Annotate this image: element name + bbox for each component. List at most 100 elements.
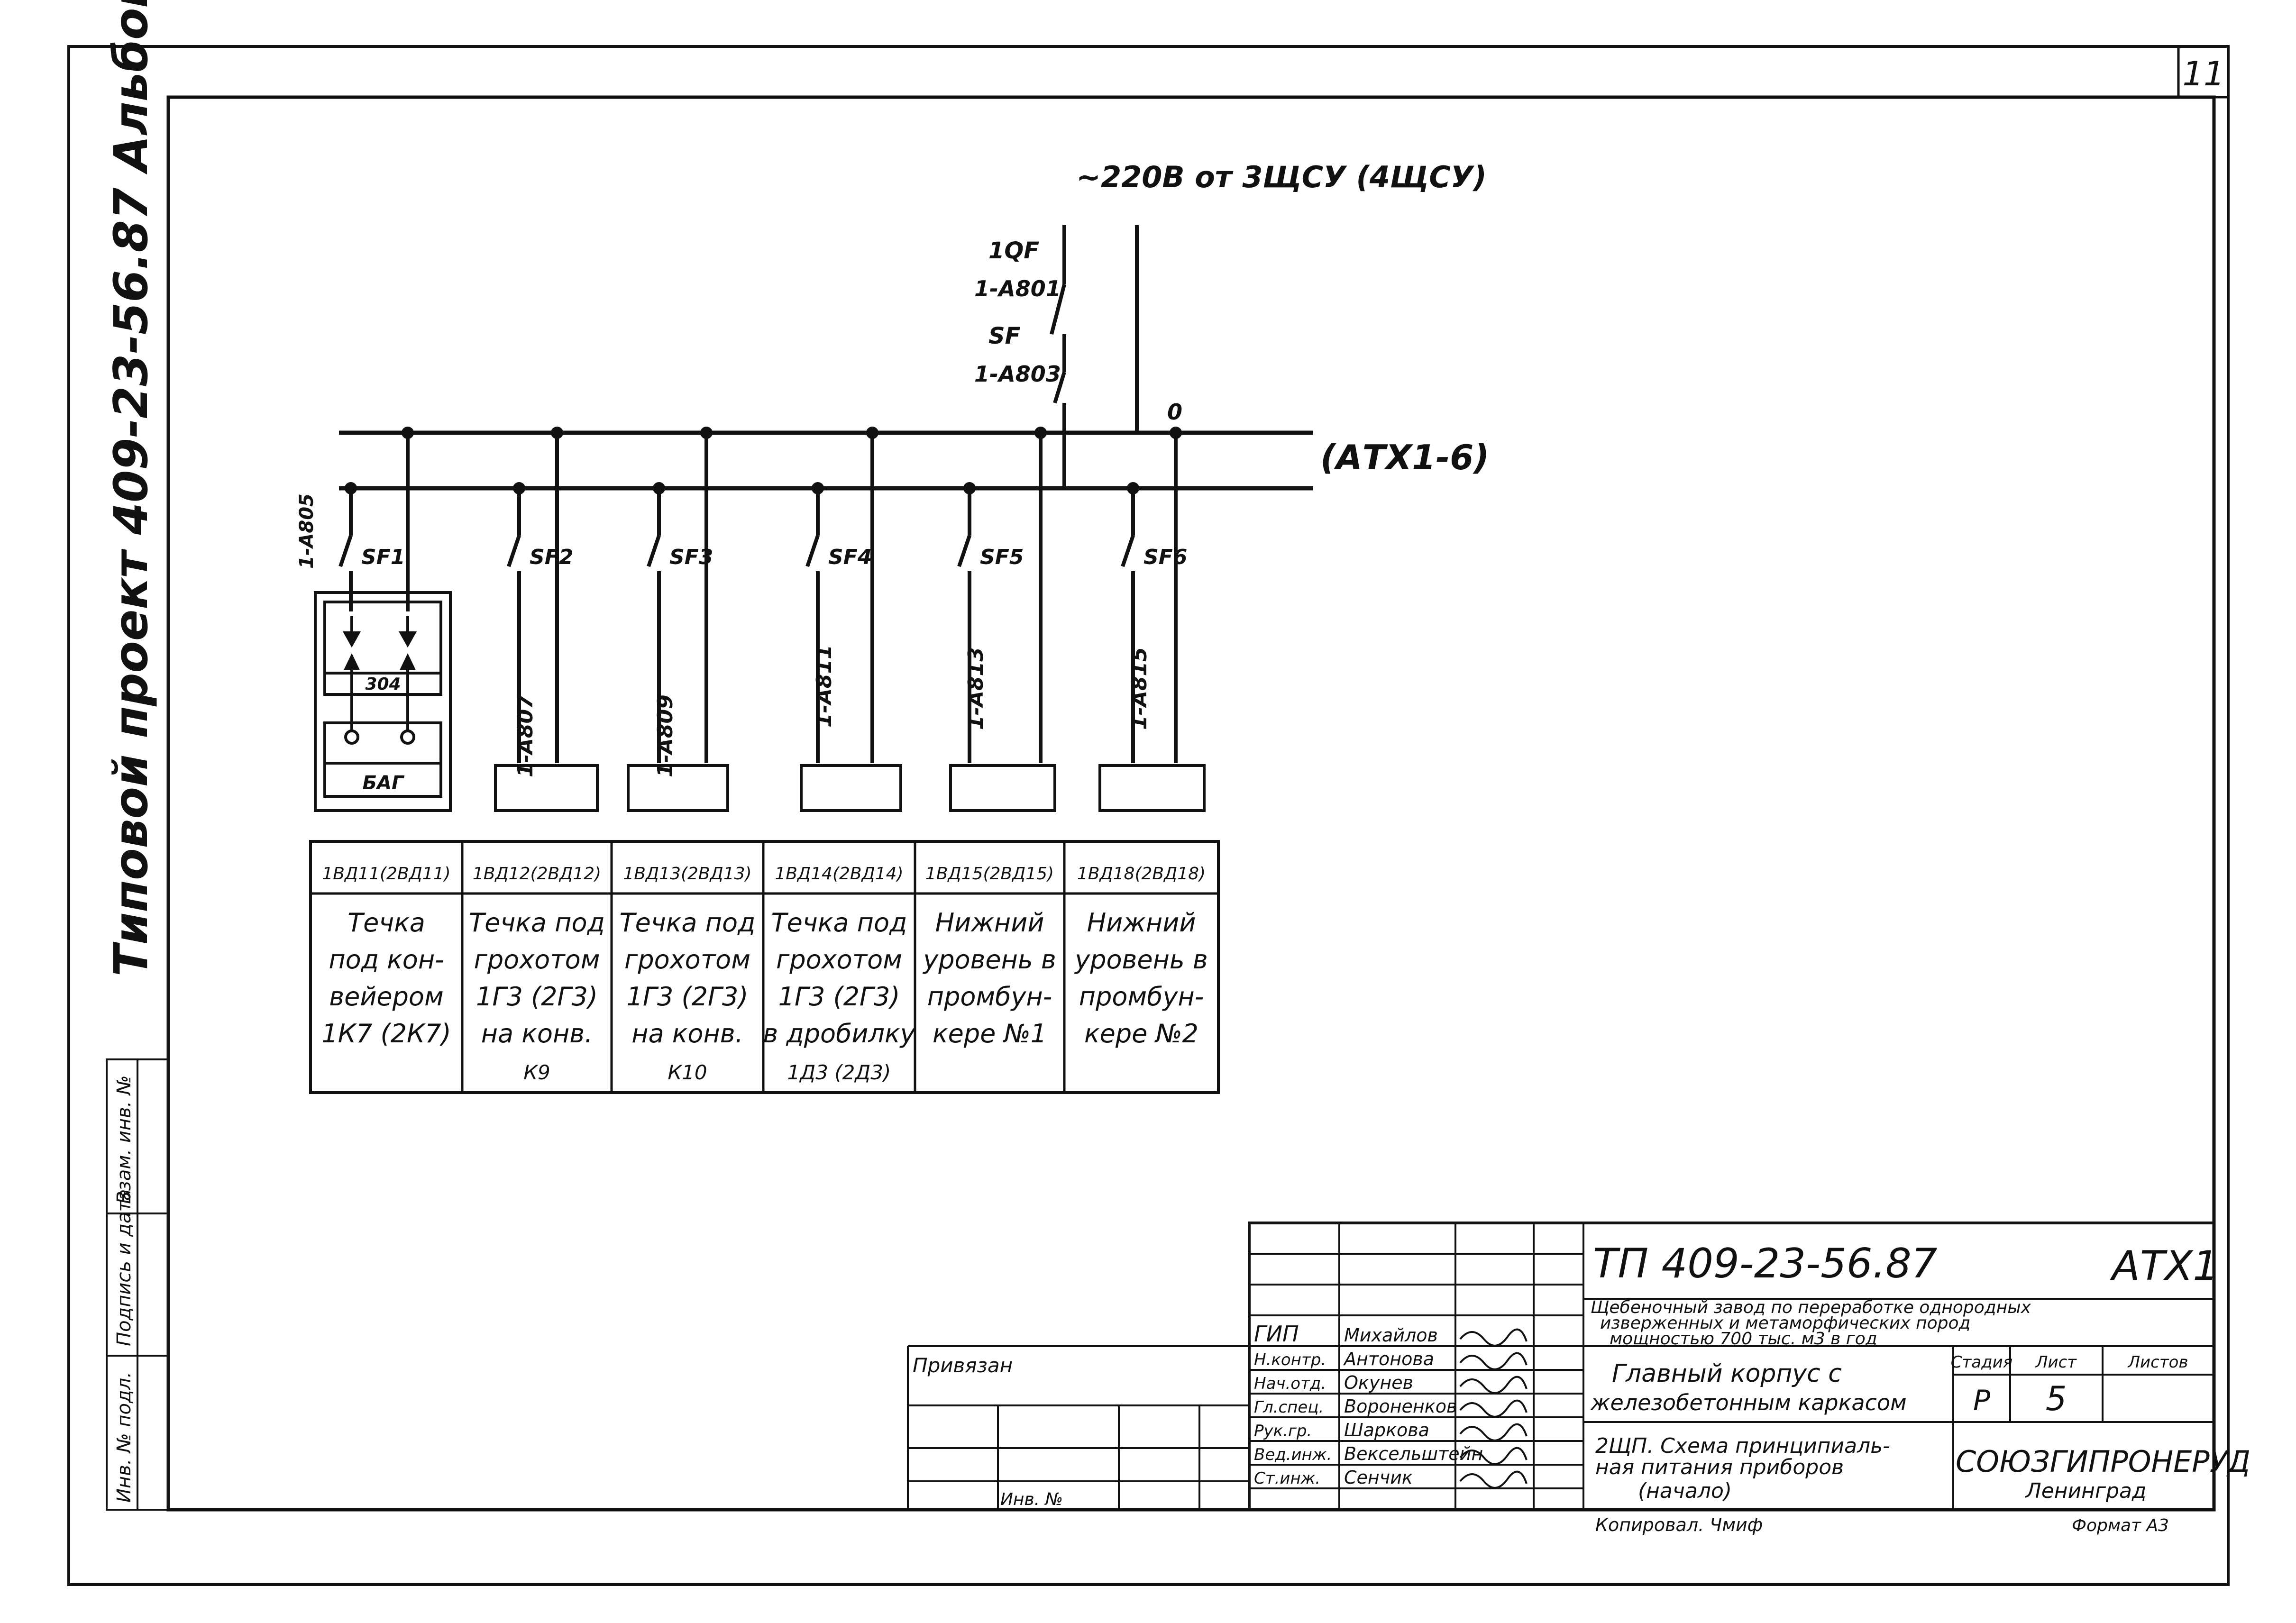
staff-name: Вексельштейн: [1344, 1443, 1483, 1464]
org-city: Ленинград: [2025, 1479, 2147, 1503]
bus-node: [1170, 427, 1182, 439]
staff-role: Рук.гр.: [1254, 1422, 1312, 1441]
staff-name: Вороненков: [1344, 1396, 1457, 1417]
staff-role: Нач.отд.: [1254, 1374, 1326, 1393]
table-header-cell: 1ВД11(2ВД11): [322, 864, 450, 884]
signature-scribble: [1459, 1399, 1528, 1418]
table-cell-line: 1К7 (2К7): [321, 1019, 451, 1049]
drawing-line-3: (начало): [1638, 1479, 1732, 1503]
table-cell-line: в дробилку: [763, 1019, 915, 1049]
wire-label: 1-А811: [812, 645, 836, 728]
sensor-box: [800, 764, 902, 812]
table-header-cell: 1ВД15(2ВД15): [925, 864, 1054, 884]
stamp-replace-label: Взам. инв. №: [113, 1075, 135, 1204]
doc-code: ТП 409-23-56.87: [1593, 1240, 1937, 1287]
table-header-cell: 1ВД12(2ВД12): [473, 864, 601, 884]
signature-scribble: [1459, 1423, 1528, 1441]
signature-scribble: [1459, 1470, 1528, 1489]
unit-top-block: [323, 601, 442, 696]
table-cell-line: 1Г3 (2Г3): [476, 982, 598, 1012]
staff-role: Н.контр.: [1254, 1350, 1326, 1369]
breaker-contact: [805, 535, 820, 567]
breaker-contact: [957, 535, 971, 567]
table-cell-line: кере №2: [1084, 1019, 1198, 1049]
signal-unit: [314, 591, 452, 812]
sheet-frame: [67, 45, 2230, 1586]
bus-node: [402, 427, 414, 439]
terminal-circle: [400, 729, 415, 745]
table-cell-line: 1Г3 (2Г3): [778, 982, 900, 1012]
down-arrow-icon: [398, 631, 417, 648]
breaker-label: SF2: [530, 545, 573, 569]
feeder-5: [957, 427, 1047, 763]
staff-name: Окунев: [1344, 1372, 1413, 1393]
feeder-4: [805, 427, 878, 763]
staff-role: ГИП: [1254, 1321, 1299, 1347]
sensor-box: [627, 764, 729, 812]
bus-node: [653, 482, 665, 494]
table-cell-line: грохотом: [776, 945, 902, 975]
doc-mark: АТХ1: [2110, 1242, 2219, 1290]
table-cell-line: Нижний: [1087, 908, 1196, 938]
staff-name: Антонова: [1343, 1349, 1434, 1369]
sensor-box: [1098, 764, 1206, 812]
table-header-cell: 1ВД13(2ВД13): [623, 864, 751, 884]
bus-node: [866, 427, 878, 439]
sheet-value: 5: [2046, 1379, 2067, 1418]
drawing-line-1: 2ЩП. Схема принципиаль-: [1595, 1434, 1890, 1458]
supply-label: ~220В от 3ЩСУ (4ЩСУ): [1076, 160, 1487, 194]
sensor-box: [949, 764, 1056, 812]
building-line-2: железобетонным каркасом: [1590, 1390, 1907, 1415]
breaker-label: SF3: [669, 545, 713, 569]
project-desc-3: мощностью 700 тыс. м3 в год: [1610, 1329, 1877, 1349]
wire-label: 1-А807: [513, 694, 538, 777]
breaker-label: SF5: [980, 545, 1024, 569]
bus-node: [700, 427, 713, 439]
table-cell-line: Течка: [348, 908, 425, 938]
signature-scribble: [1459, 1447, 1528, 1465]
table-cell-line: 1Г3 (2Г3): [627, 982, 749, 1012]
staff-role: Гл.спец.: [1254, 1398, 1324, 1417]
table-cell-line: уровень в: [922, 945, 1056, 975]
bus-node: [513, 482, 525, 494]
table-cell-line: К9: [523, 1061, 550, 1084]
unit-bottom-label: БАГ: [363, 772, 405, 794]
table-header-cell: 1ВД14(2ВД14): [775, 864, 903, 884]
qf-label: 1QF: [988, 237, 1039, 264]
breaker-label: SF4: [828, 545, 872, 569]
title-block: [907, 1222, 2215, 1511]
wire-label: 1-А809: [653, 694, 677, 777]
signature-scribble: [1459, 1352, 1528, 1370]
sheets-header: Листов: [2127, 1353, 2188, 1372]
bound-label: Привязан: [913, 1354, 1013, 1377]
table-cell-line: грохотом: [474, 945, 600, 975]
up-arrow-icon: [344, 653, 360, 670]
side-project-label: Типовой проект 409-23-56.87 Альбом 16: [104, 0, 158, 976]
sf-wire: 1-А803: [974, 361, 1061, 387]
feeder-1: [338, 427, 414, 611]
bus-label: (АТХ1-6): [1320, 438, 1489, 477]
table-cell-line: под кон-: [329, 945, 444, 975]
copied-label: Копировал. Чмиф: [1595, 1514, 1763, 1535]
table-cell-line: на конв.: [631, 1019, 743, 1049]
breaker-label: SF1: [361, 545, 405, 569]
signature-scribble: [1459, 1328, 1528, 1347]
table-cell-line: на конв.: [481, 1019, 593, 1049]
wire-label: 1-А815: [1127, 647, 1152, 730]
table-cell-line: промбун-: [927, 982, 1052, 1012]
breaker-label: SF6: [1143, 545, 1187, 569]
table-cell-line: кере №1: [933, 1019, 1047, 1049]
table-cell-line: Течка под: [620, 908, 756, 938]
feeder-6: [1121, 427, 1182, 763]
stage-value: Р: [1973, 1384, 1991, 1417]
bus-node: [345, 482, 357, 494]
left-stamp-strip: [106, 1058, 169, 1511]
format-label: Формат А3: [2072, 1516, 2169, 1535]
unit-enclosure: [314, 591, 452, 812]
feeder-2: [507, 427, 563, 763]
staff-role: Ст.инж.: [1254, 1469, 1320, 1488]
